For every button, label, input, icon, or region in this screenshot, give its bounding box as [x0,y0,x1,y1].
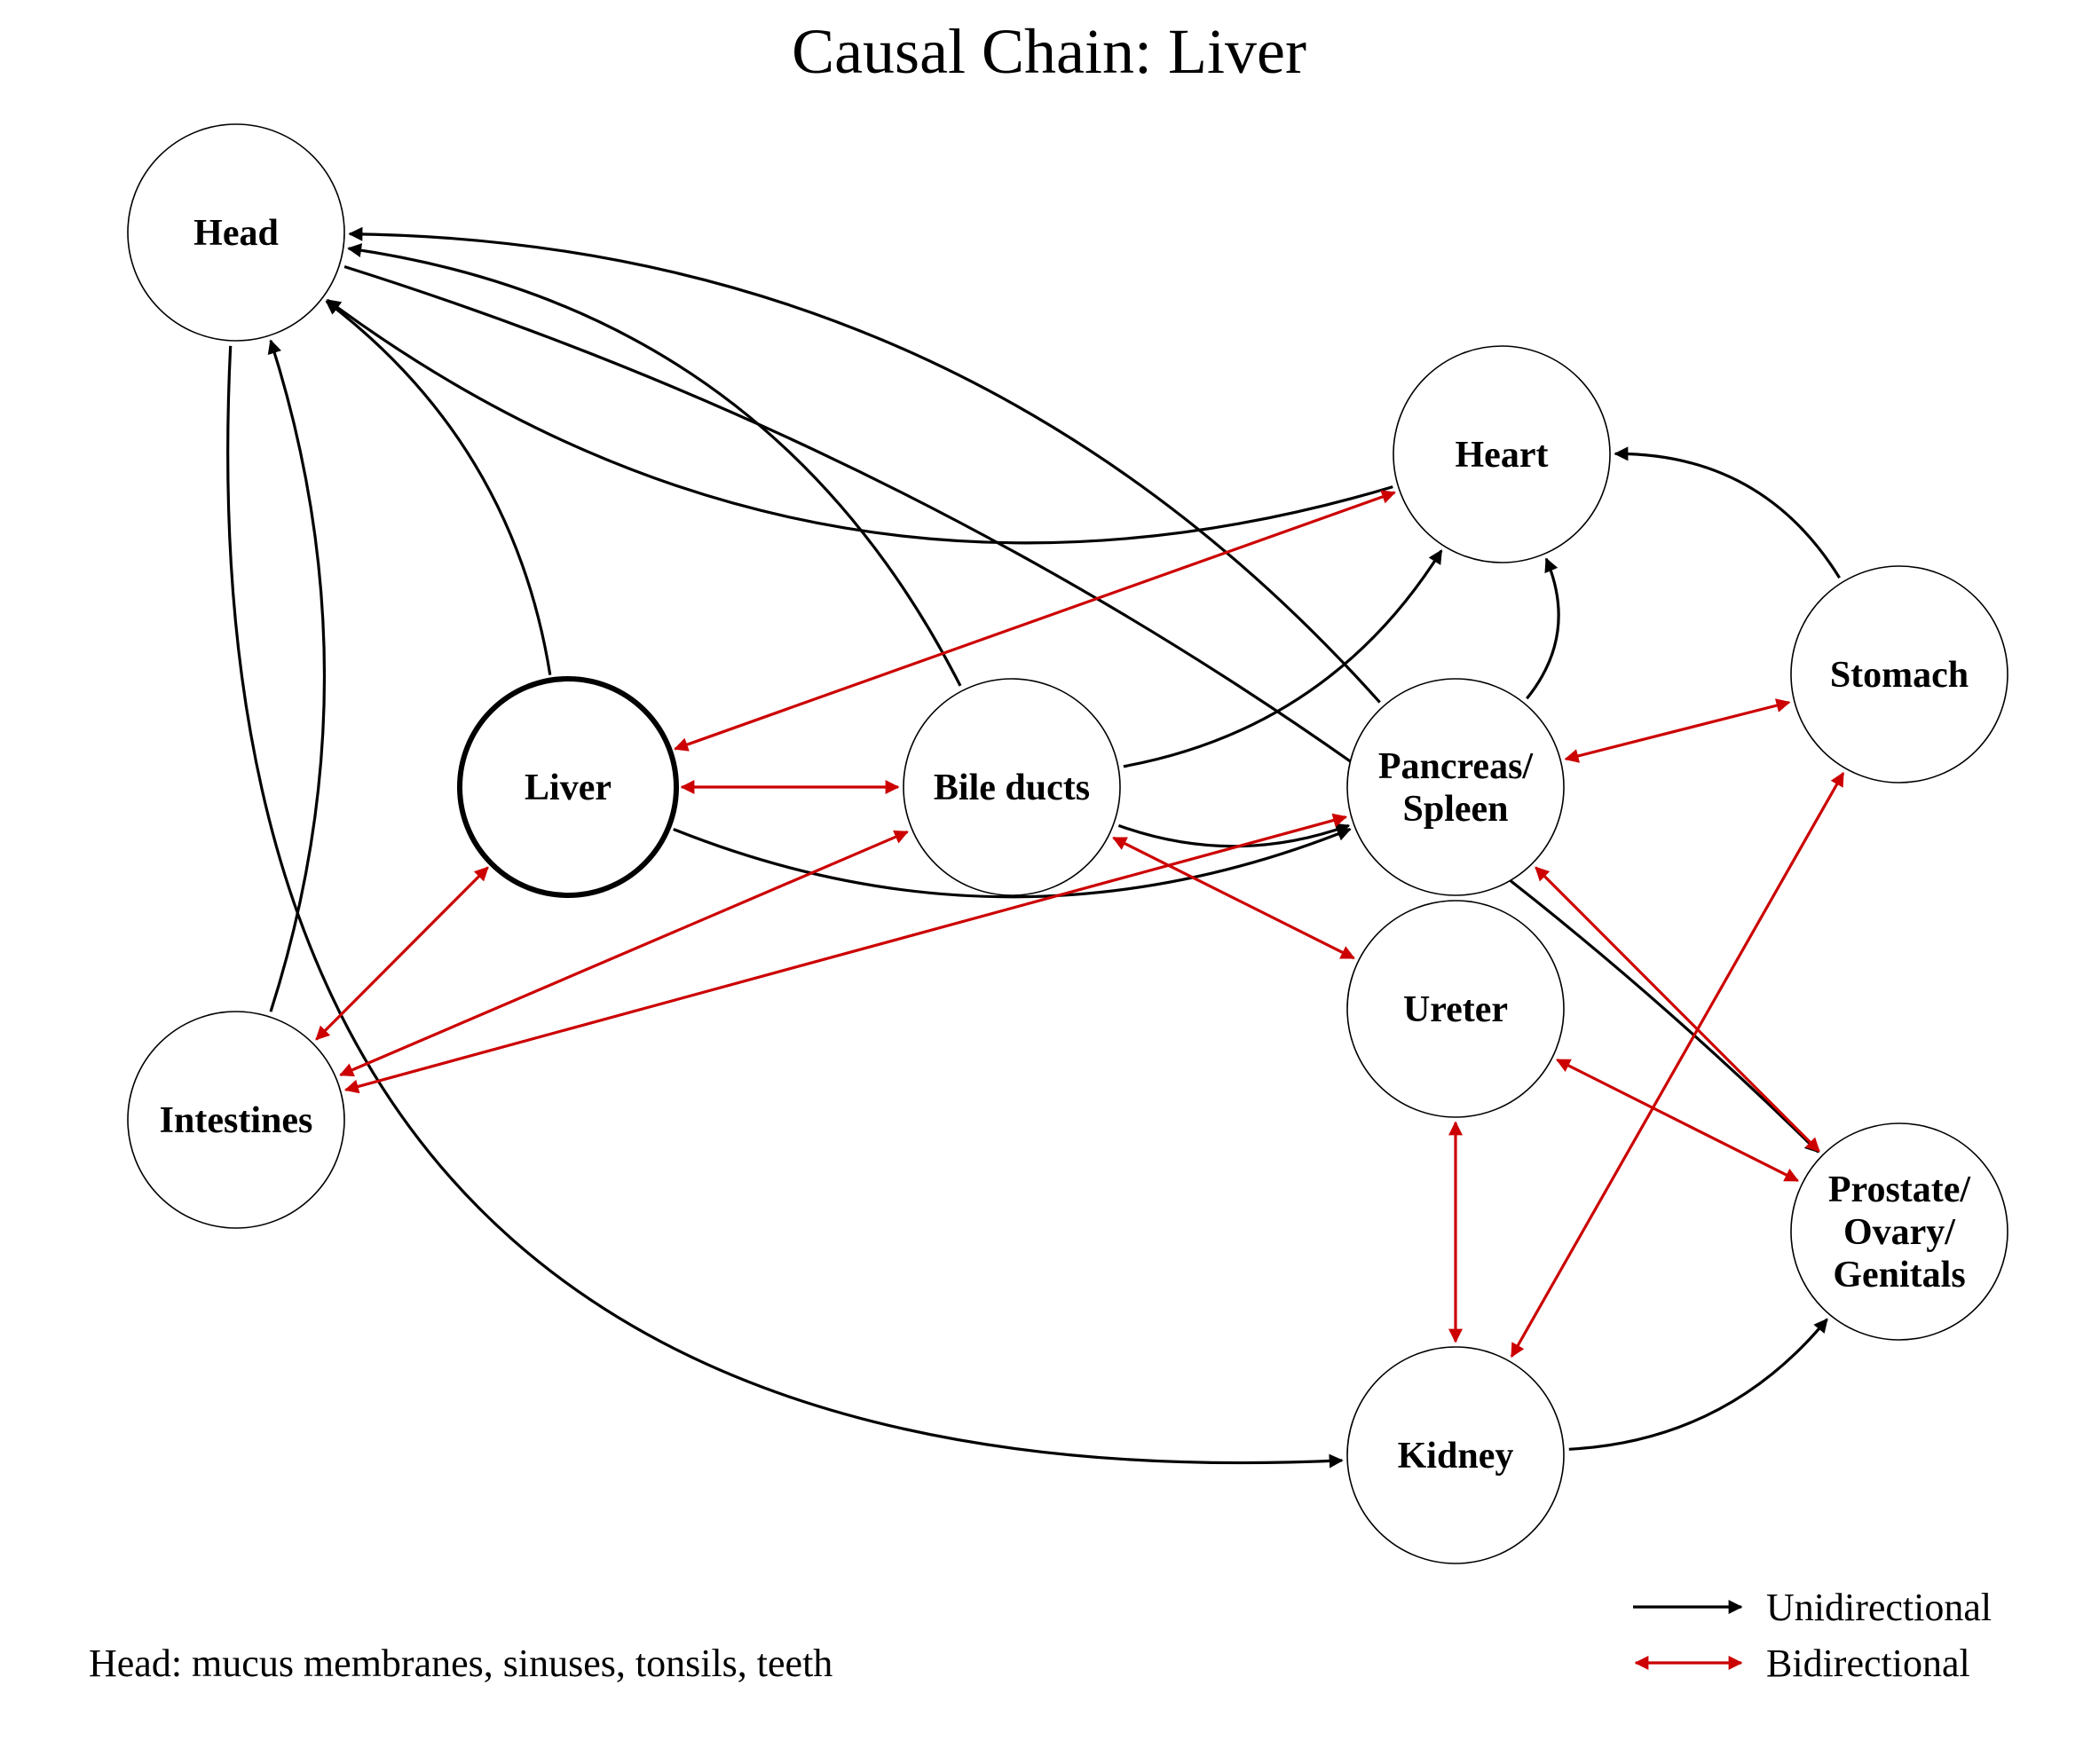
node-ureter-circle [1346,900,1565,1118]
edge-stomach-to-kidney [1510,771,1845,1358]
node-intestines-circle [127,1011,345,1229]
node-prostate-label: Ovary/ [1843,1212,1956,1253]
node-kidney-label: Kidney [1398,1436,1514,1477]
node-liver-label: Liver [525,768,612,808]
node-prostate-label: Genitals [1833,1255,1965,1295]
node-prostate-label: Prostate/ [1828,1169,1971,1210]
node-stomach: Stomach [1790,565,2008,784]
edge-liver-to-head [325,300,552,675]
node-liver: Liver [457,676,679,898]
edge-pancreas-to-head [348,226,1381,704]
node-head-label: Head [193,213,279,254]
node-head: Head [127,123,345,342]
node-heart-label: Heart [1456,435,1549,476]
edge-kidney-to-prostate [1568,1318,1828,1451]
edge-layer [226,226,1845,1469]
edge-bile-to-head [347,243,962,687]
edge-ureter-to-prostate [1555,1058,1800,1183]
node-prostate: Prostate/Ovary/Genitals [1790,1122,2008,1341]
edge-pancreas-to-prostate [1535,866,1820,1153]
node-intestines-label: Intestines [160,1100,313,1141]
node-prostate-circle [1790,1122,2008,1341]
edge-head-to-kidney [226,345,1344,1469]
edge-intestines-to-head [267,339,327,1012]
node-liver-circle [457,676,679,898]
node-pancreas-label: Pancreas/ [1378,746,1535,787]
node-ureter-label: Ureter [1403,989,1508,1030]
node-bile-label: Bile ducts [934,768,1090,808]
legend-bidirectional-label: Bidirectional [1766,1642,1970,1685]
edge-liver-to-heart [674,490,1396,752]
legend-unidirectional-label: Unidirectional [1766,1586,1992,1629]
diagram-title: Causal Chain: Liver [792,16,1306,87]
edge-bile-to-ureter [1112,836,1355,960]
node-pancreas: Pancreas/Spleen [1346,678,1565,896]
node-pancreas-circle [1346,678,1565,896]
node-stomach-circle [1790,565,2008,784]
node-bile: Bile ducts [903,678,1121,896]
edge-pancreas-to-heart [1526,557,1560,700]
node-kidney-circle [1346,1346,1565,1564]
edge-stomach-to-heart [1614,446,1841,579]
legend: Unidirectional Bidirectional [1633,1586,1992,1685]
edge-pancreas-to-stomach [1564,698,1791,763]
node-stomach-label: Stomach [1830,655,1969,696]
node-heart-circle [1393,345,1611,563]
node-intestines: Intestines [127,1011,345,1229]
edge-heart-to-head [326,298,1393,545]
node-ureter: Ureter [1346,900,1565,1118]
node-bile-circle [903,678,1121,896]
node-head-circle [127,123,345,342]
footnote: Head: mucus membranes, sinuses, tonsils,… [89,1642,832,1685]
node-heart: Heart [1393,345,1611,563]
node-kidney: Kidney [1346,1346,1565,1564]
node-pancreas-label: Spleen [1402,789,1508,830]
edge-liver-to-intestines [315,866,489,1041]
